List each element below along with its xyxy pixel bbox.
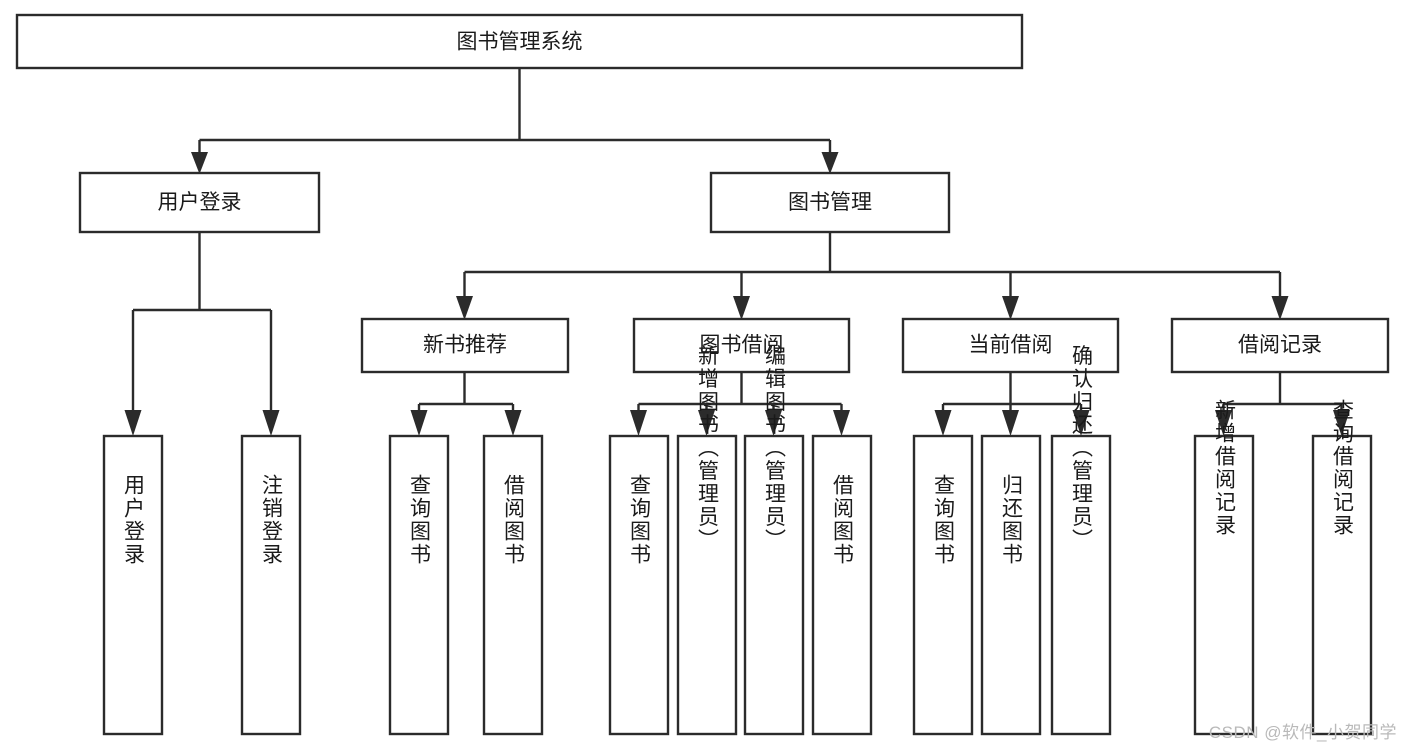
leaf-query-record-box[interactable] [1311, 434, 1373, 736]
arrowhead-to-current-borrow [1002, 296, 1019, 320]
borrow-record-label: 借阅记录 [1238, 334, 1322, 357]
arrowhead-to-borrow-record [1271, 296, 1289, 320]
leaf-query-books-1-label: 查询图书 [408, 474, 432, 566]
leaf-confirm-return-label: 确认归还（管理员） [1070, 345, 1094, 552]
book-borrow-box[interactable] [632, 317, 851, 374]
node-book-management[interactable]: 图书管理 [709, 171, 951, 234]
arrowhead-to-leaf-return-book [1002, 410, 1019, 436]
leaf-return-book-box[interactable] [980, 434, 1042, 736]
user-login-label: 用户登录 [158, 191, 242, 214]
book-management-box[interactable] [709, 171, 951, 234]
leaf-logout-box[interactable] [240, 434, 302, 736]
connector-borrowrecord-to-leaves [1222, 372, 1343, 412]
connectors [124, 68, 1350, 436]
leaf-return-book-label: 归还图书 [1000, 474, 1024, 566]
current-borrow-label: 当前借阅 [969, 334, 1053, 357]
leaf-logout[interactable]: 注销登录 [240, 434, 302, 736]
leaf-query-books-2-label: 查询图书 [628, 474, 652, 566]
connector-newbook-to-leaves [417, 372, 515, 412]
connector-root-to-level2 [198, 68, 832, 160]
leaf-add-book[interactable]: 新增图书（管理员） [676, 345, 738, 736]
leaf-edit-book[interactable]: 编辑图书（管理员） [743, 345, 805, 736]
leaf-borrow-books-1-label: 借阅图书 [502, 474, 526, 566]
leaf-query-books-2-box[interactable] [608, 434, 670, 736]
leaf-confirm-return[interactable]: 确认归还（管理员） [1050, 345, 1112, 736]
leaf-add-book-box[interactable] [676, 434, 738, 736]
leaf-borrow-books-1-box[interactable] [482, 434, 544, 736]
leaf-user-login[interactable]: 用户登录 [102, 434, 164, 736]
leaf-add-book-label: 新增图书（管理员） [696, 345, 720, 552]
node-new-book-recommend[interactable]: 新书推荐 [360, 317, 570, 374]
leaf-user-login-box[interactable] [102, 434, 164, 736]
node-root[interactable]: 图书管理系统 [15, 13, 1024, 70]
arrowhead-to-leaf-confirm-return [1072, 410, 1090, 436]
arrowhead-to-leaf-add-record [1215, 410, 1232, 436]
connector-userlogin-to-leaves [131, 232, 273, 412]
arrowhead-to-leaf-logout [262, 410, 280, 436]
leaf-query-books-3[interactable]: 查询图书 [912, 434, 974, 736]
connector-bookmgmt-to-level3 [463, 232, 1282, 300]
node-book-borrow[interactable]: 图书借阅 [632, 317, 851, 374]
leaf-confirm-return-box[interactable] [1050, 434, 1112, 736]
arrowhead-to-leaf-borrow-books-1 [504, 410, 522, 436]
arrowhead-to-new-book-recommend [456, 296, 473, 320]
root-box[interactable] [15, 13, 1024, 70]
node-borrow-record[interactable]: 借阅记录 [1170, 317, 1390, 374]
leaf-borrow-books-2-label: 借阅图书 [831, 474, 855, 566]
node-user-login[interactable]: 用户登录 [78, 171, 321, 234]
leaf-return-book[interactable]: 归还图书 [980, 434, 1042, 736]
new-book-recommend-label: 新书推荐 [423, 334, 507, 357]
node-current-borrow[interactable]: 当前借阅 [901, 317, 1120, 374]
leaf-query-record-label: 查询借阅记录 [1331, 399, 1355, 537]
leaf-edit-book-box[interactable] [743, 434, 805, 736]
leaf-query-record[interactable]: 查询借阅记录 [1311, 399, 1373, 736]
arrowhead-to-leaf-user-login [124, 410, 142, 436]
connector-currentborrow-to-leaves [941, 372, 1083, 412]
leaf-borrow-books-2-box[interactable] [811, 434, 873, 736]
root-label: 图书管理系统 [457, 31, 583, 54]
leaf-logout-label: 注销登录 [260, 474, 284, 566]
new-book-recommend-box[interactable] [360, 317, 570, 374]
arrowhead-to-book-management [821, 152, 839, 174]
leaf-add-record[interactable]: 新增借阅记录 [1193, 399, 1255, 736]
leaf-borrow-books-2[interactable]: 借阅图书 [811, 434, 873, 736]
arrowhead-to-leaf-query-books-3 [934, 410, 952, 436]
leaf-query-books-3-label: 查询图书 [932, 474, 956, 566]
leaf-query-books-2[interactable]: 查询图书 [608, 434, 670, 736]
arrowhead-to-leaf-query-record [1333, 410, 1350, 436]
leaf-edit-book-label: 编辑图书（管理员） [763, 345, 787, 552]
leaf-query-books-1-box[interactable] [388, 434, 450, 736]
arrowhead-to-leaf-query-books-1 [410, 410, 428, 436]
arrowhead-to-leaf-query-books-2 [630, 410, 647, 436]
leaf-user-login-label: 用户登录 [122, 474, 146, 566]
book-borrow-label: 图书借阅 [700, 334, 784, 357]
arrowhead-to-leaf-borrow-books-2 [833, 410, 850, 436]
arrowhead-to-book-borrow [733, 296, 750, 320]
leaf-query-books-3-box[interactable] [912, 434, 974, 736]
connector-bookborrow-to-leaves [637, 372, 843, 412]
leaf-borrow-books-1[interactable]: 借阅图书 [482, 434, 544, 736]
borrow-record-box[interactable] [1170, 317, 1390, 374]
leaf-query-books-1[interactable]: 查询图书 [388, 434, 450, 736]
arrowhead-to-user-login [191, 152, 208, 174]
book-management-label: 图书管理 [788, 191, 872, 214]
current-borrow-box[interactable] [901, 317, 1120, 374]
leaf-add-record-box[interactable] [1193, 434, 1255, 736]
user-login-box[interactable] [78, 171, 321, 234]
arrowhead-to-leaf-edit-book [765, 410, 782, 436]
leaf-add-record-label: 新增借阅记录 [1213, 399, 1237, 537]
arrowhead-to-leaf-add-book [698, 410, 715, 436]
